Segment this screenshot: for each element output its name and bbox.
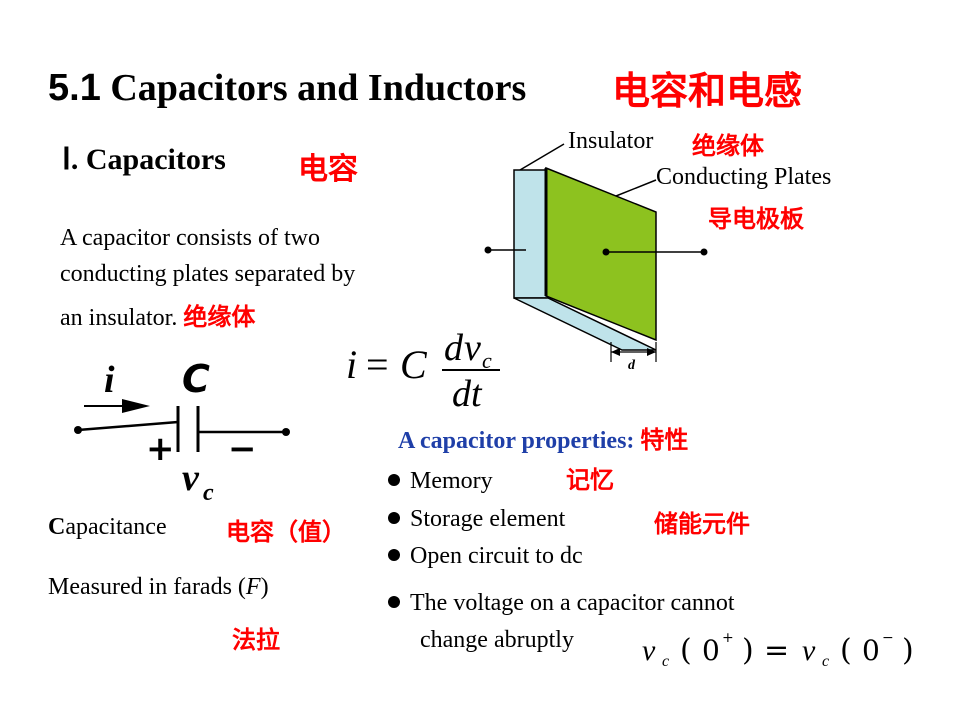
property-item-voltage: The voltage on a capacitor cannot bbox=[388, 590, 735, 617]
section-marker: Ⅰ bbox=[62, 143, 71, 176]
bullet-dot bbox=[388, 474, 400, 487]
cont-right-sup: − bbox=[882, 630, 894, 646]
capacitance-first-letter: C bbox=[48, 514, 66, 540]
properties-heading: A capacitor properties: 特性 bbox=[398, 420, 688, 455]
bullet-dot bbox=[388, 596, 400, 609]
cont-left-sup: + bbox=[722, 630, 734, 646]
left-terminal bbox=[484, 246, 492, 254]
property-item-storage-cn: 储能元件 bbox=[654, 510, 750, 538]
capacitor-plates-diagram: d bbox=[484, 143, 708, 373]
insulator-leader-line bbox=[519, 143, 565, 171]
title-text: Capacitors and Inductors bbox=[110, 67, 527, 109]
farads-line: Measured in farads (F) bbox=[48, 574, 269, 601]
farads-unit: F bbox=[245, 574, 261, 600]
symbol-current-label: i bbox=[104, 359, 115, 401]
definition-line-3: an insulator. 绝缘体 bbox=[60, 297, 255, 332]
capacitance-rest: apacitance bbox=[65, 514, 167, 540]
property-item-memory-cn: 记忆 bbox=[566, 466, 614, 494]
title-number: 5.1 bbox=[48, 67, 101, 109]
plates-leader-line bbox=[615, 179, 657, 197]
formula-eq: = bbox=[366, 342, 389, 387]
property-item-open-circuit: Open circuit to dc bbox=[388, 543, 583, 570]
property-item-memory: Memory bbox=[388, 468, 493, 495]
current-arrow-head bbox=[122, 399, 150, 413]
plates-cn: 导电极板 bbox=[708, 205, 804, 233]
property-item-storage: Storage element bbox=[388, 506, 565, 533]
formula-C: C bbox=[400, 342, 428, 387]
svg-text:(: ( bbox=[680, 633, 692, 668]
formula-num-v: v bbox=[464, 327, 481, 369]
farads-pre: Measured in farads ( bbox=[48, 574, 246, 600]
section-heading: Ⅰ. Capacitors bbox=[62, 142, 226, 177]
voltage-continuity-equation: v c ( 0 + ) = v c ( 0 − ) bbox=[642, 630, 914, 670]
definition-line-1: A capacitor consists of two bbox=[60, 225, 320, 251]
insulator-cn: 绝缘体 bbox=[692, 132, 764, 160]
properties-heading-cn: 特性 bbox=[640, 426, 689, 454]
symbol-vsub: c bbox=[203, 480, 214, 506]
capacitor-circuit-symbol: i C + − v c bbox=[74, 357, 290, 506]
farads-cn: 法拉 bbox=[232, 626, 280, 654]
symbol-v: v bbox=[182, 457, 200, 499]
cont-left-sub: c bbox=[662, 653, 669, 670]
capacitance-cn: 电容（值） bbox=[226, 518, 346, 546]
formula-den: dt bbox=[452, 373, 483, 415]
property-item-voltage-continuation: change abruptly bbox=[420, 627, 574, 653]
cont-right-arg: 0 bbox=[862, 634, 880, 667]
properties-heading-text: A capacitor properties: bbox=[398, 428, 635, 454]
section-cn: 电容 bbox=[298, 152, 358, 187]
property-item-label: Storage element bbox=[410, 506, 566, 532]
insulator-slab bbox=[513, 169, 549, 299]
gap-label: d bbox=[628, 358, 636, 373]
definition-cn: 绝缘体 bbox=[183, 303, 256, 331]
page-title: 5.1 Capacitors and Inductors bbox=[48, 66, 526, 110]
cont-left-v: v bbox=[642, 634, 656, 667]
insulator-label: Insulator bbox=[568, 128, 654, 154]
svg-text:(: ( bbox=[840, 633, 852, 668]
cont-left-arg: 0 bbox=[702, 634, 720, 667]
property-item-label: Open circuit to dc bbox=[410, 543, 583, 569]
bullet-dot bbox=[388, 549, 400, 562]
symbol-plus: + bbox=[146, 429, 175, 469]
formula-num-sub: c bbox=[482, 348, 492, 373]
cont-right-v: v bbox=[802, 634, 816, 667]
title-cn: 电容和电感 bbox=[612, 69, 803, 113]
capacitor-current-formula: i = C d v c dt bbox=[346, 327, 500, 415]
plates-label: Conducting Plates bbox=[656, 164, 832, 190]
cont-eq: = bbox=[764, 633, 789, 668]
formula-lhs: i bbox=[346, 342, 357, 387]
right-terminal bbox=[700, 248, 708, 256]
bullet-dot bbox=[388, 512, 400, 525]
capacitance-line: Capacitance bbox=[48, 514, 167, 541]
symbol-right-terminal bbox=[282, 428, 290, 436]
property-item-label: Memory bbox=[410, 468, 493, 494]
definition-line-3-text: an insulator. bbox=[60, 305, 178, 331]
cont-right-sub: c bbox=[822, 653, 829, 670]
definition-line-2: conducting plates separated by bbox=[60, 261, 356, 287]
svg-text:): ) bbox=[742, 633, 754, 668]
farads-post: ) bbox=[260, 574, 269, 600]
svg-text:): ) bbox=[902, 633, 914, 668]
property-item-label: The voltage on a capacitor cannot bbox=[410, 590, 735, 616]
symbol-minus: − bbox=[228, 429, 257, 469]
symbol-cap-label: C bbox=[182, 357, 210, 401]
formula-num-d: d bbox=[444, 327, 464, 369]
section-text: . Capacitors bbox=[70, 143, 226, 176]
